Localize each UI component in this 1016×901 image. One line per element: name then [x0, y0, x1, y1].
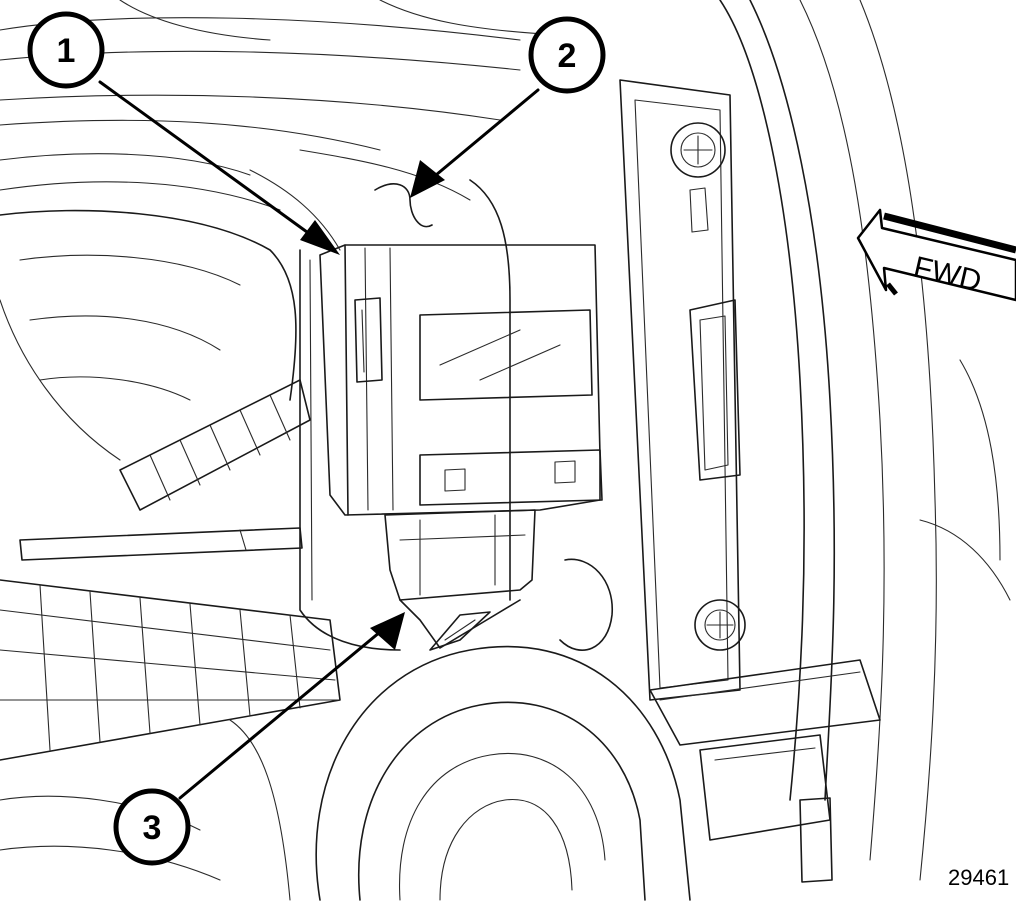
callout-2: 2	[528, 16, 606, 94]
callout-3-label: 3	[143, 809, 162, 847]
callout-2-label: 2	[558, 37, 577, 75]
callout-1: 1	[27, 11, 105, 89]
leader-arrow-2	[410, 88, 540, 198]
leader-arrow-1	[98, 80, 340, 255]
control-module	[319, 244, 603, 651]
callout-3: 3	[113, 788, 191, 866]
callout-1-label: 1	[57, 32, 76, 70]
antenna-wire	[374, 183, 433, 228]
figure-number: 29461	[948, 865, 1009, 890]
leader-arrow-3	[178, 612, 405, 800]
forward-direction-arrow: FWD	[856, 208, 1016, 302]
